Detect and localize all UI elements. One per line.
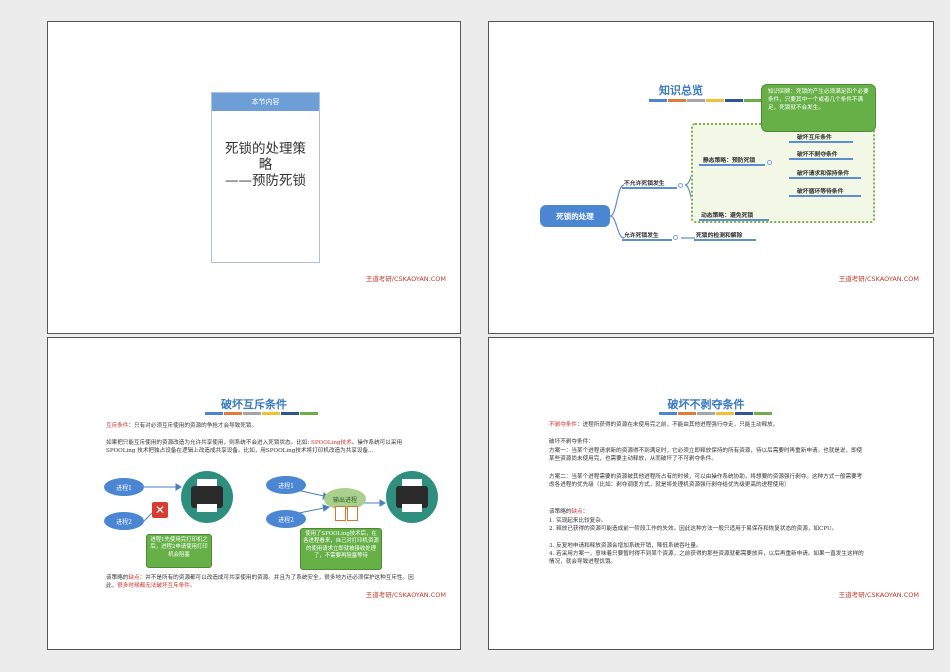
color-bar [659, 412, 772, 415]
leaf-underline [789, 195, 861, 197]
leaf-mutual-exclusion: 破坏互斥条件 [797, 135, 832, 141]
spooling-text-b: 。操作系统可以采用 SPOOLing 技术把独占设备在逻辑上改造成共享设备。比如… [106, 440, 403, 455]
collapse-toggle[interactable] [767, 160, 772, 165]
leaf-circular-wait: 破坏循环等待条件 [797, 189, 844, 195]
mindmap-root[interactable]: 死锁的处理 [540, 205, 610, 227]
leaf-no-preemption: 破坏不剥夺条件 [797, 152, 838, 158]
definition-text: ：只有对必须互斥使用的资源的争抢才会导致死锁。 [128, 423, 258, 429]
blocked-x-icon: ✕ [152, 502, 168, 518]
drawback-item-3: 3. 反复地申请和释放资源会增加系统开销，降低系统吞吐量。 [549, 543, 702, 549]
term-drawback: 缺点 [128, 575, 140, 581]
leaf-underline [789, 177, 861, 179]
solution-heading: 破坏不剥夺条件： [549, 439, 594, 445]
process-2-ellipse: 进程2 [104, 512, 144, 530]
static-strategy-highlight [691, 123, 875, 223]
output-process-ellipse: 输出进程 [324, 488, 366, 510]
cover-title-line-1: 死锁的处理策 [225, 141, 306, 157]
paragraph-spooling: 如果把只能互斥使用的资源改造为允许共享使用，则系统不会进入死锁状态。比如: SP… [106, 439, 418, 455]
node-underline [699, 164, 765, 166]
note-blocking: 进程1先使用完打印机之后，进程2申请使用打印机会阻塞 [146, 534, 212, 568]
cover-header: 本节内容 [212, 93, 319, 111]
cover-title-line-2: 略 [258, 157, 273, 174]
branch-no-deadlock: 不允许死锁发生 [624, 181, 665, 187]
process-2-ellipse: 进程2 [266, 510, 306, 528]
term-no-preemption: 不剥夺条件 [549, 422, 577, 428]
definition-text: ：进程所获得的资源在未使用完之前，不能由其他进程强行夺走，只能主动释放。 [576, 422, 779, 428]
slide-cover[interactable]: 本节内容 死锁的处理策 略 ——预防死锁 王道考研/CSKAOYAN.COM [47, 21, 461, 334]
slide-no-preemption[interactable]: 破坏不剥夺条件 不剥夺条件：进程所获得的资源在未使用完之前，不能由其他进程强行夺… [488, 337, 934, 650]
process-1-ellipse: 进程1 [104, 478, 144, 496]
leaf-underline [789, 158, 853, 160]
slide-overview[interactable]: 知识总览 知识回顾：死锁的产生必须满足四个必要条件，只要其中一个或者几个条件不满… [488, 21, 934, 334]
collapse-toggle[interactable] [673, 235, 678, 240]
branch-underline [622, 187, 677, 189]
term-drawback: 缺点 [571, 509, 583, 515]
slide-title: 知识总览 [659, 84, 703, 97]
slide-footer: 王道考研/CSKAOYAN.COM [838, 591, 919, 599]
drawback-conclusion: 很多时候都无法破坏互斥条件。 [117, 583, 196, 590]
node-underline [694, 239, 756, 241]
slide-title: 破坏不剥夺条件 [667, 398, 745, 411]
drawback-heading-a: 该策略的 [549, 509, 572, 515]
slide-mutual-exclusion[interactable]: 破坏互斥条件 互斥条件：只有对必须互斥使用的资源的争抢才会导致死锁。 如果把只能… [47, 337, 461, 650]
slide-footer: 王道考研/CSKAOYAN.COM [838, 275, 919, 283]
slide-footer: 王道考研/CSKAOYAN.COM [365, 275, 446, 283]
slide-title: 破坏互斥条件 [221, 398, 287, 411]
node-dynamic-strategy: 动态策略：避免死锁 [701, 213, 754, 219]
document-icon [335, 506, 346, 521]
drawback-text-a: 该策略的 [106, 575, 129, 581]
node-detect-recover: 死锁的检测和解除 [696, 233, 743, 239]
collapse-toggle[interactable] [678, 183, 683, 188]
solution-two: 方案二：当某个进程需要的资源被其他进程所占有的时候，可以由操作系统协助，将想要的… [549, 474, 863, 489]
process-1-ellipse: 进程1 [266, 476, 306, 494]
term-spooling: SPOOLing技术 [311, 440, 352, 446]
drawback-heading-b: ： [582, 509, 589, 515]
node-static-strategy: 静态策略：预防死锁 [703, 158, 756, 164]
drawback-item-1: 1. 实现起来比较复杂。 [549, 518, 607, 524]
drawback-text-b: ：并不是所有的资源都可以改造成可共享使用的资源。并且为了系统安全，很多地方还必须… [106, 575, 414, 590]
spooling-text-a: 如果把只能互斥使用的资源改造为允许共享使用，则系统不会进入死锁状态。比如: [106, 440, 312, 446]
drawback-item-2: 2. 释放已获得的资源可能造成前一阶段工作的失效。因此这种方法一般只适用于易保存… [549, 526, 838, 532]
color-bar [649, 99, 762, 102]
cover-title: 死锁的处理策 略 ——预防死锁 [212, 141, 319, 190]
solution-one: 方案一：当某个进程请求新的资源得不到满足时，它必须立即释放保持的所有资源，待以后… [549, 448, 863, 463]
drawback-item-4: 4. 若采用方案一，意味着只要暂时得不到某个资源，之前获得的那些资源就都需要放弃… [549, 551, 864, 566]
cover-title-line-3: ——预防死锁 [225, 173, 306, 190]
node-underline [699, 219, 769, 221]
leaf-hold-and-wait: 破坏请求和保持条件 [797, 171, 850, 177]
paragraph-definition: 互斥条件：只有对必须互斥使用的资源的争抢才会导致死锁。 [106, 422, 416, 430]
branch-underline [622, 239, 672, 241]
leaf-underline [789, 141, 853, 143]
slide-footer: 王道考研/CSKAOYAN.COM [365, 591, 446, 599]
color-bar [205, 412, 318, 415]
paragraph-definition: 不剥夺条件：进程所获得的资源在未使用完之前，不能由其他进程强行夺走，只能主动释放… [549, 421, 879, 429]
recap-bubble: 知识回顾：死锁的产生必须满足四个必要条件，只要其中一个或者几个条件不满足，死锁就… [761, 84, 876, 132]
document-icon [347, 506, 358, 521]
branch-allow-deadlock: 允许死锁发生 [624, 233, 659, 239]
note-spooling: 使用了SPOOLing技术后，在各进程看来，自己对打印机资源的使用请求立即就被接… [300, 528, 382, 570]
printer-icon [386, 471, 438, 523]
printer-icon [181, 471, 233, 523]
term-mutual-exclusion: 互斥条件 [106, 423, 129, 429]
drawback-heading: 该策略的缺点： [549, 508, 879, 516]
cover-card: 本节内容 死锁的处理策 略 ——预防死锁 [211, 92, 320, 263]
paragraph-drawback: 该策略的缺点：并不是所有的资源都可以改造成可共享使用的资源。并且为了系统安全，很… [106, 574, 418, 590]
